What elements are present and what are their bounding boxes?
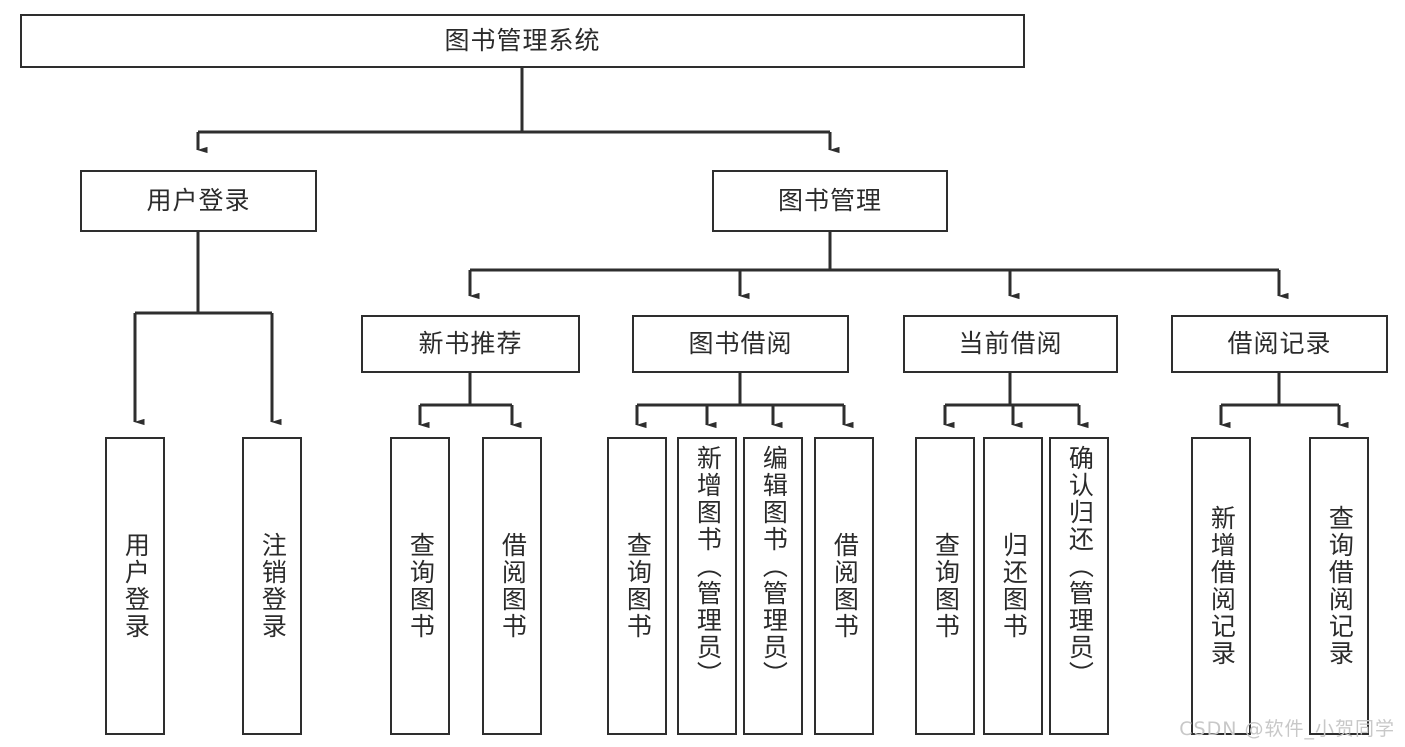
- node-label: 借阅图书: [830, 532, 860, 640]
- node-label: 图书管理: [777, 186, 882, 216]
- node-label: 用户登录: [121, 532, 151, 640]
- leaf-borrow-borrow-book[interactable]: 借阅图书: [814, 437, 874, 735]
- node-label: 图书借阅: [688, 329, 793, 359]
- node-borrow-record[interactable]: 借阅记录: [1171, 315, 1388, 373]
- leaf-user-login-login[interactable]: 用户登录: [105, 437, 165, 735]
- node-label: 归还图书: [999, 532, 1029, 640]
- node-label: 借阅记录: [1227, 329, 1332, 359]
- leaf-user-login-logout[interactable]: 注销登录: [242, 437, 302, 735]
- leaf-borrow-query-book[interactable]: 查询图书: [607, 437, 667, 735]
- node-label: 借阅图书: [498, 532, 528, 640]
- node-user-login[interactable]: 用户登录: [80, 170, 317, 232]
- watermark: CSDN @软件_小贺同学: [1179, 718, 1395, 740]
- node-label: 新书推荐: [418, 329, 523, 359]
- node-label: 注销登录: [258, 532, 288, 640]
- node-label: 查询图书: [406, 532, 436, 640]
- node-label: 编辑图书（管理员）: [759, 445, 789, 688]
- node-new-book-recommend[interactable]: 新书推荐: [361, 315, 580, 373]
- leaf-record-add-record[interactable]: 新增借阅记录: [1191, 437, 1251, 735]
- node-book-borrow[interactable]: 图书借阅: [632, 315, 849, 373]
- node-root-library-system[interactable]: 图书管理系统: [20, 14, 1025, 68]
- node-label: 图书管理系统: [444, 26, 601, 56]
- node-label: 用户登录: [146, 186, 251, 216]
- leaf-new-book-query[interactable]: 查询图书: [390, 437, 450, 735]
- leaf-record-query-record[interactable]: 查询借阅记录: [1309, 437, 1369, 735]
- node-label: 查询图书: [623, 532, 653, 640]
- node-label: 新增图书（管理员）: [693, 445, 723, 688]
- node-label: 查询图书: [931, 532, 961, 640]
- leaf-current-query-book[interactable]: 查询图书: [915, 437, 975, 735]
- node-label: 确认归还（管理员）: [1065, 445, 1095, 688]
- node-label: 新增借阅记录: [1207, 505, 1237, 667]
- leaf-current-return-book[interactable]: 归还图书: [983, 437, 1043, 735]
- leaf-new-book-borrow[interactable]: 借阅图书: [482, 437, 542, 735]
- leaf-current-confirm-return-admin[interactable]: 确认归还（管理员）: [1049, 437, 1109, 735]
- leaf-borrow-add-book-admin[interactable]: 新增图书（管理员）: [677, 437, 737, 735]
- node-current-borrow[interactable]: 当前借阅: [903, 315, 1118, 373]
- leaf-borrow-edit-book-admin[interactable]: 编辑图书（管理员）: [743, 437, 803, 735]
- node-label: 查询借阅记录: [1325, 505, 1355, 667]
- node-label: 当前借阅: [958, 329, 1063, 359]
- node-book-management[interactable]: 图书管理: [712, 170, 948, 232]
